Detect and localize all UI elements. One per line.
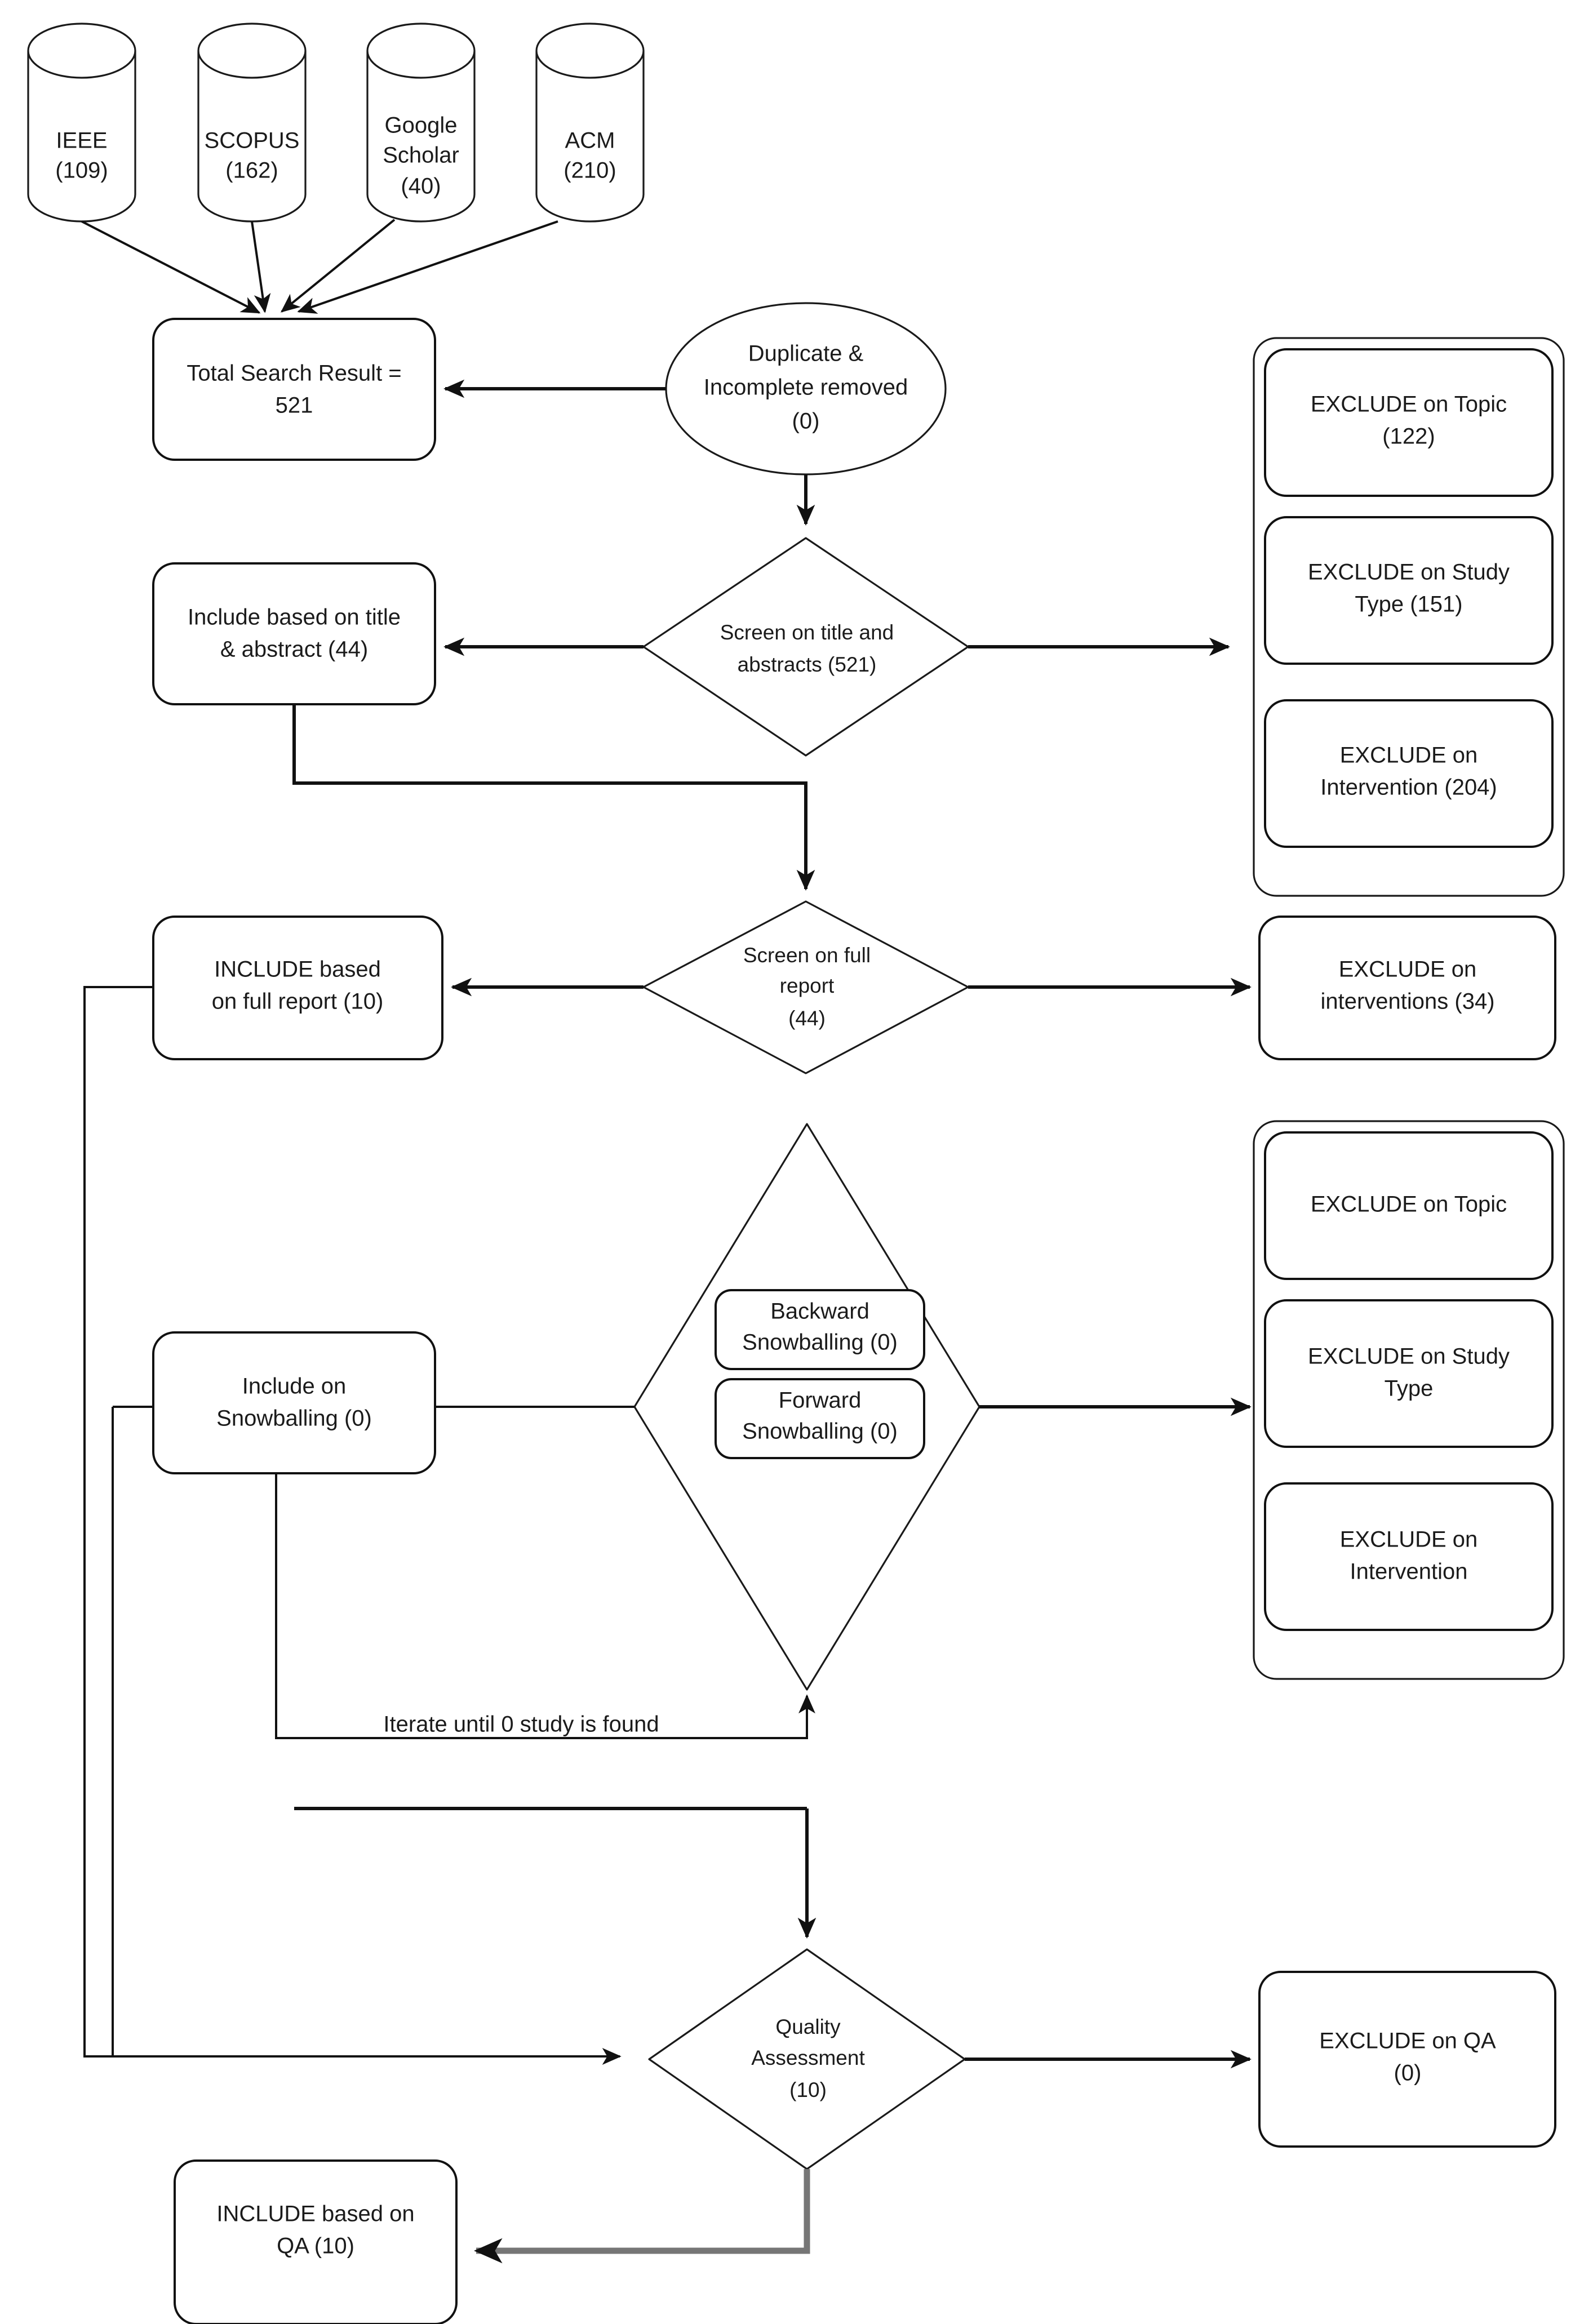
exclude-topic-snowballing-line1: EXCLUDE on Topic (1311, 1192, 1507, 1217)
exclude-intervention-snowballing-line1: EXCLUDE on (1340, 1527, 1478, 1552)
edge-iterate-loop (275, 1473, 815, 1739)
exclude-box-topic-122[interactable]: EXCLUDE on Topic (122) (1264, 348, 1554, 497)
exclude-box-study-type-snowballing[interactable]: EXCLUDE on Study Type (1264, 1299, 1554, 1448)
exclude-intervention-snowballing-line2: Intervention (1350, 1559, 1467, 1584)
source-label-scopus-line1: SCOPUS (205, 128, 300, 153)
quality-assessment-line3: (10) (789, 2078, 827, 2101)
node-screen-title-abstracts[interactable]: Screen on title and abstracts (521) (642, 537, 969, 757)
edge-google-scholar-to-total (280, 219, 396, 313)
node-include-snowballing[interactable]: Include on Snowballing (0) (152, 1331, 436, 1474)
node-total-search-result[interactable]: Total Search Result = 521 (152, 318, 436, 461)
source-label-google-scholar-line3: (40) (401, 174, 441, 199)
exclude-topic-122-line1: EXCLUDE on Topic (1311, 392, 1507, 417)
snowballing-forward-line1: Forward (779, 1388, 862, 1413)
include-snowballing-line1: Include on (242, 1374, 347, 1399)
node-include-title-abstract[interactable]: Include based on title & abstract (44) (152, 562, 436, 705)
exclude-box-intervention-snowballing[interactable]: EXCLUDE on Intervention (1264, 1482, 1554, 1631)
include-qa-line1: INCLUDE based on (216, 2202, 414, 2227)
total-search-label-line1: Total Search Result = (187, 361, 401, 386)
exclude-study-type-151-line2: Type (151) (1355, 592, 1462, 617)
source-cylinder-google-scholar[interactable]: Google Scholar (40) (366, 23, 476, 223)
include-title-abstract-line2: & abstract (44) (220, 637, 368, 662)
include-title-abstract-line1: Include based on title (188, 605, 401, 630)
exclude-box-intervention-204[interactable]: EXCLUDE on Intervention (204) (1264, 699, 1554, 848)
include-qa-line2: QA (10) (277, 2234, 354, 2259)
source-label-scopus-line2: (162) (225, 158, 278, 183)
exclude-group-snowballing: EXCLUDE on Topic EXCLUDE on Study Type E… (1253, 1120, 1565, 1680)
exclude-study-type-151-line1: EXCLUDE on Study (1308, 560, 1510, 585)
screen-full-report-line1: Screen on full (743, 944, 871, 967)
include-full-report-line1: INCLUDE based (214, 957, 381, 982)
source-label-ieee-line1: IEEE (56, 128, 107, 153)
edge-ieee-to-total (81, 220, 261, 314)
source-cylinder-scopus[interactable]: SCOPUS (162) (197, 23, 307, 223)
snowballing-backward-line1: Backward (770, 1299, 869, 1324)
screen-title-abstracts-line2: abstracts (521) (738, 653, 877, 676)
include-full-report-line2: on full report (10) (212, 989, 384, 1014)
exclude-box-study-type-151[interactable]: EXCLUDE on Study Type (151) (1264, 516, 1554, 665)
source-label-acm-line1: ACM (565, 128, 615, 153)
source-label-acm-line2: (210) (563, 158, 616, 183)
node-quality-assessment[interactable]: Quality Assessment (10) (648, 1948, 966, 2170)
exclude-topic-122-line2: (122) (1382, 424, 1435, 449)
exclude-group-screening: EXCLUDE on Topic (122) EXCLUDE on Study … (1253, 337, 1565, 897)
snowballing-backward-box[interactable]: Backward Snowballing (0) (715, 1289, 925, 1370)
source-label-ieee-line2: (109) (55, 158, 108, 183)
duplicate-removed-line3: (0) (792, 409, 820, 434)
snowballing-forward-box[interactable]: Forward Snowballing (0) (715, 1378, 925, 1459)
exclude-study-type-snowballing-line1: EXCLUDE on Study (1308, 1344, 1510, 1369)
edge-label-iterate: Iterate until 0 study is found (383, 1712, 659, 1737)
edge-acm-to-total (297, 220, 558, 314)
edge-scopus-to-total (251, 221, 271, 313)
node-screen-full-report[interactable]: Screen on full report (44) (642, 900, 969, 1074)
source-label-google-scholar-line1: Google (385, 113, 458, 138)
screen-title-abstracts-line1: Screen on title and (720, 621, 894, 644)
quality-assessment-line1: Quality (775, 2015, 841, 2038)
edge-include-title-to-screen-full (292, 704, 815, 891)
exclude-study-type-snowballing-line2: Type (1385, 1376, 1434, 1401)
screen-full-report-line3: (44) (788, 1007, 826, 1030)
node-duplicate-incomplete-removed[interactable]: Duplicate & Incomplete removed (0) (665, 302, 947, 476)
total-search-label-line2: 521 (276, 393, 313, 418)
exclude-interventions-34-line2: interventions (34) (1320, 989, 1494, 1014)
edge-qa-to-include-qa (473, 2169, 810, 2264)
node-include-full-report[interactable]: INCLUDE based on full report (10) (152, 916, 443, 1060)
exclude-qa-line1: EXCLUDE on QA (1319, 2029, 1496, 2054)
exclude-box-topic-snowballing[interactable]: EXCLUDE on Topic (1264, 1131, 1554, 1280)
node-exclude-interventions-34[interactable]: EXCLUDE on interventions (34) (1258, 916, 1556, 1060)
exclude-interventions-34-line1: EXCLUDE on (1339, 957, 1477, 982)
edge-include-full-report-to-quality-assessment (83, 986, 622, 2065)
screen-full-report-line2: report (780, 974, 835, 997)
snowballing-backward-line2: Snowballing (0) (742, 1330, 898, 1355)
quality-assessment-line2: Assessment (751, 2046, 865, 2069)
snowballing-forward-line2: Snowballing (0) (742, 1419, 898, 1444)
exclude-qa-line2: (0) (1394, 2061, 1422, 2086)
source-label-google-scholar-line2: Scholar (383, 143, 459, 168)
node-include-qa[interactable]: INCLUDE based on QA (10) (174, 2159, 458, 2324)
node-snowballing-diamond[interactable]: Backward Snowballing (0) Forward Snowbal… (633, 1123, 980, 1691)
include-snowballing-line2: Snowballing (0) (216, 1406, 372, 1431)
source-cylinder-ieee[interactable]: IEEE (109) (27, 23, 136, 223)
node-exclude-qa[interactable]: EXCLUDE on QA (0) (1258, 1971, 1556, 2148)
source-cylinder-acm[interactable]: ACM (210) (535, 23, 645, 223)
duplicate-removed-line2: Incomplete removed (704, 375, 908, 400)
exclude-intervention-204-line1: EXCLUDE on (1340, 743, 1478, 768)
duplicate-removed-line1: Duplicate & (748, 341, 864, 366)
exclude-intervention-204-line2: Intervention (204) (1320, 775, 1497, 800)
